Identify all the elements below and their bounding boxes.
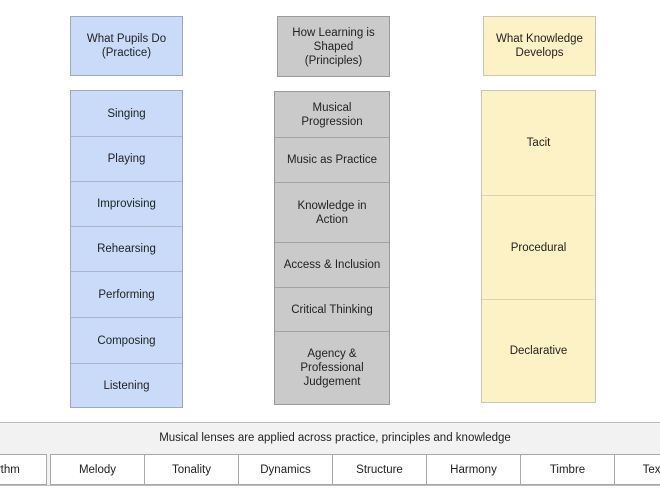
principles-stack: Musical Progression Music as Practice Kn… [274,91,390,405]
principles-item-access-inclusion: Access & Inclusion [275,242,389,287]
principles-item-musical-progression: Musical Progression [301,101,363,128]
practice-item-listening: Listening [71,363,182,407]
principles-item-music-as-practice: Music as Practice [275,137,389,182]
knowledge-item-procedural: Procedural [482,195,595,299]
principles-item-agency-judgement: Agency & Professional Judgement [275,331,389,404]
lens-rhythm: Rhythm [0,454,47,485]
musical-lenses-bar: Musical lenses are applied across practi… [0,422,660,486]
lens-tonality: Tonality [144,454,239,485]
practice-item-performing: Performing [71,271,182,317]
lens-texture: Texture [614,454,660,485]
lens-structure: Structure [332,454,427,485]
lens-harmony: Harmony [426,454,521,485]
practice-stack: Singing Playing Improvising Rehearsing P… [70,90,183,408]
knowledge-item-tacit: Tacit [526,137,551,149]
principles-header: How Learning is Shaped (Principles) [277,16,390,77]
practice-header: What Pupils Do (Practice) [70,16,183,76]
practice-item-rehearsing: Rehearsing [71,226,182,271]
knowledge-header: What Knowledge Develops [483,16,596,76]
lenses-title: Musical lenses are applied across practi… [159,432,511,444]
practice-item-composing: Composing [71,317,182,363]
lens-dynamics: Dynamics [238,454,333,485]
lens-timbre: Timbre [520,454,615,485]
practice-item-improvising: Improvising [71,181,182,226]
principles-item-critical-thinking: Critical Thinking [275,287,389,331]
knowledge-item-declarative: Declarative [482,299,595,402]
practice-item-singing: Singing [107,107,146,120]
knowledge-stack: Tacit Procedural Declarative [481,90,596,403]
lens-melody: Melody [50,454,145,485]
principles-item-knowledge-in-action: Knowledge in Action [275,182,389,242]
practice-item-playing: Playing [71,136,182,181]
